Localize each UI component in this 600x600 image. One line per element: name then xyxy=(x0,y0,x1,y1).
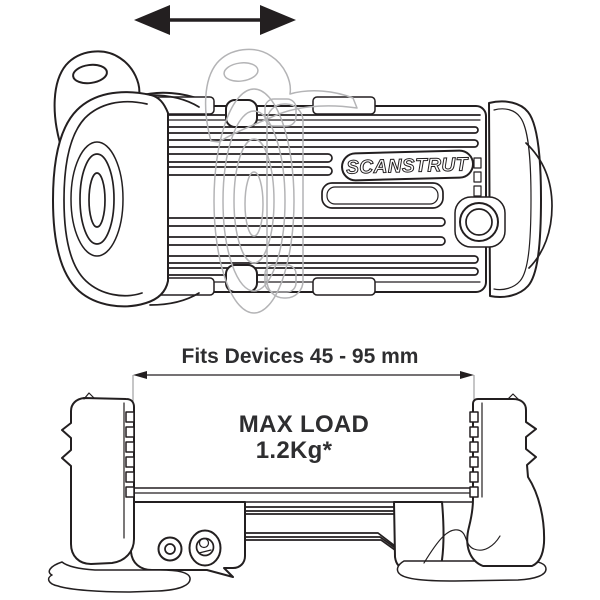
grip-pad xyxy=(125,471,135,483)
max-load-label: MAX LOAD 1.2Kg* xyxy=(239,411,369,464)
arrow-head-right xyxy=(260,5,296,35)
jaw-bottom-hook xyxy=(149,292,200,306)
brand-logo-lozenge xyxy=(341,149,474,182)
left-jaw-top-nub xyxy=(83,392,95,400)
body-clip-notch xyxy=(312,277,376,296)
arrow-head-left xyxy=(134,5,170,35)
grip-pad xyxy=(125,441,135,453)
right-end-cap xyxy=(488,100,553,298)
screw-hole xyxy=(164,543,176,555)
screw-boss xyxy=(157,536,183,562)
grip-pad xyxy=(469,471,479,483)
seam-detent xyxy=(473,171,482,183)
cradle-bar-outline xyxy=(118,487,482,503)
max-load-line1: MAX LOAD xyxy=(239,411,369,438)
grip-pad xyxy=(125,411,135,423)
grip-pad xyxy=(469,486,479,498)
rail-line xyxy=(239,539,403,556)
ghost-ring xyxy=(244,171,264,237)
grip-pad xyxy=(125,426,135,438)
jaw-pad-oval xyxy=(79,153,115,245)
jaw-carriage-clip xyxy=(225,99,258,128)
seam-detent xyxy=(473,185,482,197)
dimension-arrow-left xyxy=(133,371,147,379)
front-view-illustration: Fits Devices 45 - 95 mm MAX LOAD 1.2Kg* xyxy=(47,345,547,593)
adjustment-arrow-icon xyxy=(134,5,296,35)
rail-line xyxy=(239,532,400,550)
right-foot-curve xyxy=(423,529,501,564)
ghost-ring xyxy=(213,88,295,314)
jaw-carriage-clip xyxy=(225,264,258,293)
end-cap-dome xyxy=(525,142,553,269)
dimension-annotation: Fits Devices 45 - 95 mm xyxy=(132,345,475,413)
knob-inner xyxy=(465,208,493,236)
ghost-carriage-clip xyxy=(264,98,297,127)
jaw-pad-oval xyxy=(70,141,124,257)
body-clip-notch xyxy=(312,96,376,115)
body-outline xyxy=(123,105,487,293)
recessed-panel xyxy=(321,182,444,209)
top-view-illustration: SCANSTRUT xyxy=(52,5,553,314)
left-jaw-inner-line xyxy=(63,100,148,297)
left-jaw-shell xyxy=(52,91,200,308)
cradle-bar xyxy=(118,487,482,503)
end-cap-inner-line xyxy=(493,108,532,291)
ghost-jaw-body xyxy=(266,103,304,299)
brand-logo-text: SCANSTRUT xyxy=(346,154,469,178)
screw-slot xyxy=(198,549,212,554)
ghost-ring xyxy=(233,138,275,264)
recessed-panel-inner xyxy=(326,186,439,205)
right-jaw xyxy=(423,393,546,567)
seam-detent xyxy=(473,157,482,169)
mount-body: SCANSTRUT xyxy=(123,96,487,296)
left-foot-pad xyxy=(47,561,191,593)
jaw-top-hook xyxy=(149,94,200,108)
jaw-pad-oval xyxy=(88,172,106,228)
end-cap-outline xyxy=(488,100,542,298)
left-base-block xyxy=(129,501,246,578)
ghost-clamp-position xyxy=(204,48,358,314)
ghost-ring xyxy=(222,110,286,292)
right-jaw-top-nub xyxy=(507,393,519,400)
brand-logo: SCANSTRUT xyxy=(341,149,474,182)
screw-head xyxy=(198,537,210,549)
grip-pad xyxy=(469,456,479,468)
right-jaw-outline xyxy=(466,398,546,567)
grip-pad xyxy=(125,486,135,498)
dimension-arrow-right xyxy=(460,371,474,379)
grip-pad xyxy=(469,411,479,423)
grip-pad xyxy=(469,426,479,438)
ghost-carriage-clip xyxy=(264,264,297,293)
right-base-block xyxy=(393,501,445,569)
grip-pad xyxy=(469,441,479,453)
left-jaw-outline xyxy=(61,397,135,565)
base-screws xyxy=(157,529,222,567)
mounting-rail xyxy=(239,506,403,556)
grip-pad xyxy=(125,456,135,468)
fits-devices-label: Fits Devices 45 - 95 mm xyxy=(182,345,419,368)
left-jaw xyxy=(61,392,135,565)
max-load-line2: 1.2Kg* xyxy=(256,437,333,464)
clamp-knob xyxy=(454,196,506,248)
